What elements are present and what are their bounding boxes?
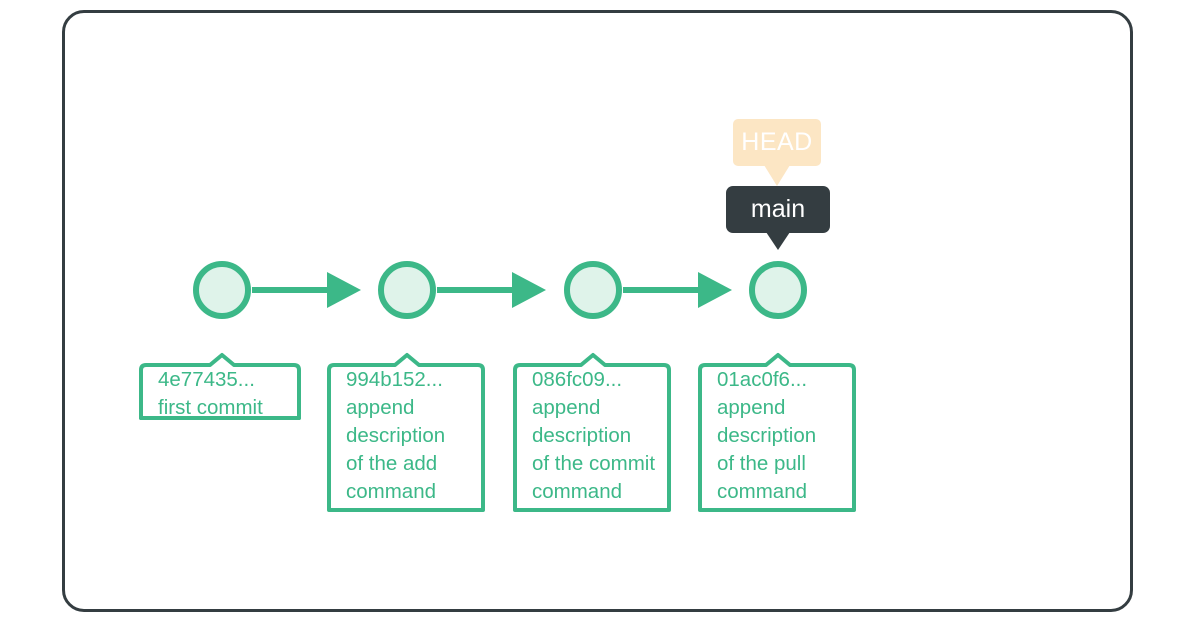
commit-arrow-3 bbox=[623, 272, 732, 308]
commit-callout-4-text: 01ac0f6... append description of the pul… bbox=[717, 368, 817, 503]
commit-node-3[interactable] bbox=[564, 261, 622, 319]
commit-callout-2[interactable]: 994b152... append description of the add… bbox=[326, 352, 486, 513]
head-label: HEAD bbox=[741, 128, 813, 156]
branch-label: main bbox=[750, 195, 806, 223]
commit-callout-3[interactable]: 086fc09... append description of the com… bbox=[512, 352, 672, 513]
head-pointer-arrow bbox=[764, 165, 790, 186]
commit-arrow-2 bbox=[437, 272, 546, 308]
commit-callout-2-shape bbox=[327, 353, 485, 512]
commit-node-2[interactable] bbox=[378, 261, 436, 319]
commit-callout-2-text: 994b152... append description of the add… bbox=[346, 368, 446, 503]
commit-callout-4[interactable]: 01ac0f6... append description of the pul… bbox=[697, 352, 857, 513]
commit-node-1[interactable] bbox=[193, 261, 251, 319]
commit-callout-3-text: 086fc09... append description of the com… bbox=[532, 368, 656, 503]
commit-callout-3-shape bbox=[513, 353, 671, 512]
commit-callout-4-shape bbox=[698, 353, 856, 512]
commit-callout-1-shape bbox=[139, 353, 301, 420]
branch-pointer-arrow bbox=[766, 232, 790, 250]
commit-arrow-1 bbox=[252, 272, 361, 308]
commit-callout-1[interactable]: 4e77435... first commit bbox=[138, 352, 302, 421]
head-badge[interactable]: HEAD bbox=[733, 119, 821, 186]
branch-badge-main[interactable]: main bbox=[726, 186, 830, 250]
commit-callout-1-text: 4e77435... first commit bbox=[158, 368, 263, 419]
commit-node-4[interactable] bbox=[749, 261, 807, 319]
